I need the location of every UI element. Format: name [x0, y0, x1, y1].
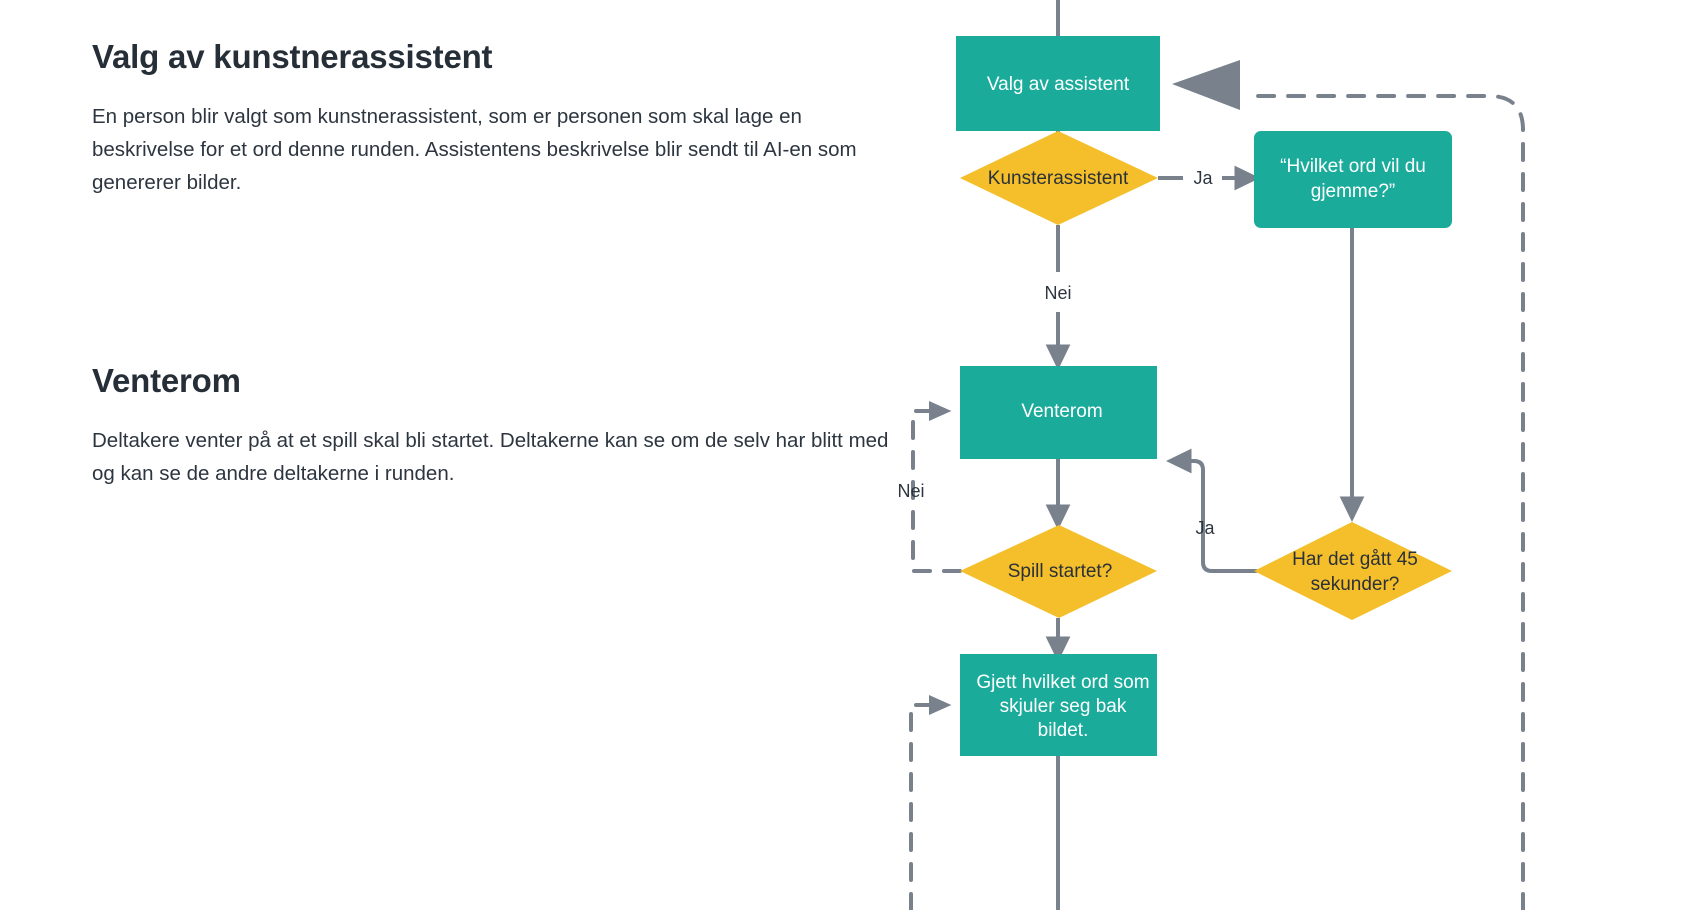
section-heading-2: Venterom: [92, 362, 241, 399]
node-hvilket-ord-label-line2: gjemme?”: [1311, 181, 1395, 202]
node-gjett-label-line1: Gjett hvilket ord som: [976, 672, 1149, 693]
node-gjett-label-line2: skjuler seg bak: [1000, 696, 1127, 717]
edge-bottom-loop: [909, 703, 931, 910]
flowchart-svg: "Hvilket ord vil du gjemme?" --> Ventero…: [897, 0, 1525, 910]
edge-feedback-arrowhead: [1172, 60, 1240, 110]
node-sekunder-label-line1: Har det gått 45: [1292, 549, 1418, 570]
node-venterom-label: Venterom: [1021, 401, 1102, 422]
node-sekunder-label-line2: sekunder?: [1311, 574, 1400, 595]
flowchart: "Hvilket ord vil du gjemme?" --> Ventero…: [860, 0, 1690, 910]
node-hvilket-ord[interactable]: “Hvilket ord vil du gjemme?”: [1254, 131, 1452, 228]
node-spill-startet-label: Spill startet?: [1008, 561, 1113, 582]
node-kunsterassistent[interactable]: Kunsterassistent: [960, 131, 1158, 225]
edge-label-ja-kunsterassistent: Ja: [1193, 168, 1213, 188]
section-heading-1: Valg av kunstnerassistent: [92, 38, 493, 75]
node-har-det-gatt-45-sekunder[interactable]: Har det gått 45 sekunder?: [1254, 522, 1452, 620]
node-gjett-hvilket-ord[interactable]: Gjett hvilket ord som skjuler seg bak bi…: [960, 654, 1157, 756]
edge-label-nei-spill-startet: Nei: [897, 481, 924, 501]
article-text-column: Valg av kunstnerassistent En person blir…: [92, 0, 922, 910]
node-valg-av-assistent[interactable]: Valg av assistent: [956, 36, 1160, 131]
node-valg-av-assistent-label: Valg av assistent: [987, 74, 1130, 95]
section-body-2: Deltakere venter på at et spill skal bli…: [92, 428, 889, 486]
node-venterom[interactable]: Venterom: [960, 366, 1157, 459]
edge-spill-nei-loop: [911, 409, 962, 573]
node-gjett-label-line3: bildet.: [1038, 720, 1089, 741]
edge-sekunder-ja-loop: [1166, 448, 1258, 573]
node-spill-startet[interactable]: Spill startet?: [960, 525, 1157, 618]
section-body-1: En person blir valgt som kunstnerassiste…: [92, 104, 857, 195]
section-valg-av-kunstnerassistent: Valg av kunstnerassistent En person blir…: [92, 38, 922, 200]
edge-label-ja-sekunder: Ja: [1195, 518, 1215, 538]
section-venterom: Venterom Deltakere venter på at et spill…: [92, 362, 922, 490]
node-hvilket-ord-label-line1: “Hvilket ord vil du: [1280, 156, 1426, 177]
node-kunsterassistent-label: Kunsterassistent: [988, 168, 1129, 189]
edge-feedback-to-valg: [1244, 94, 1525, 910]
edge-label-nei-kunsterassistent: Nei: [1044, 283, 1071, 303]
